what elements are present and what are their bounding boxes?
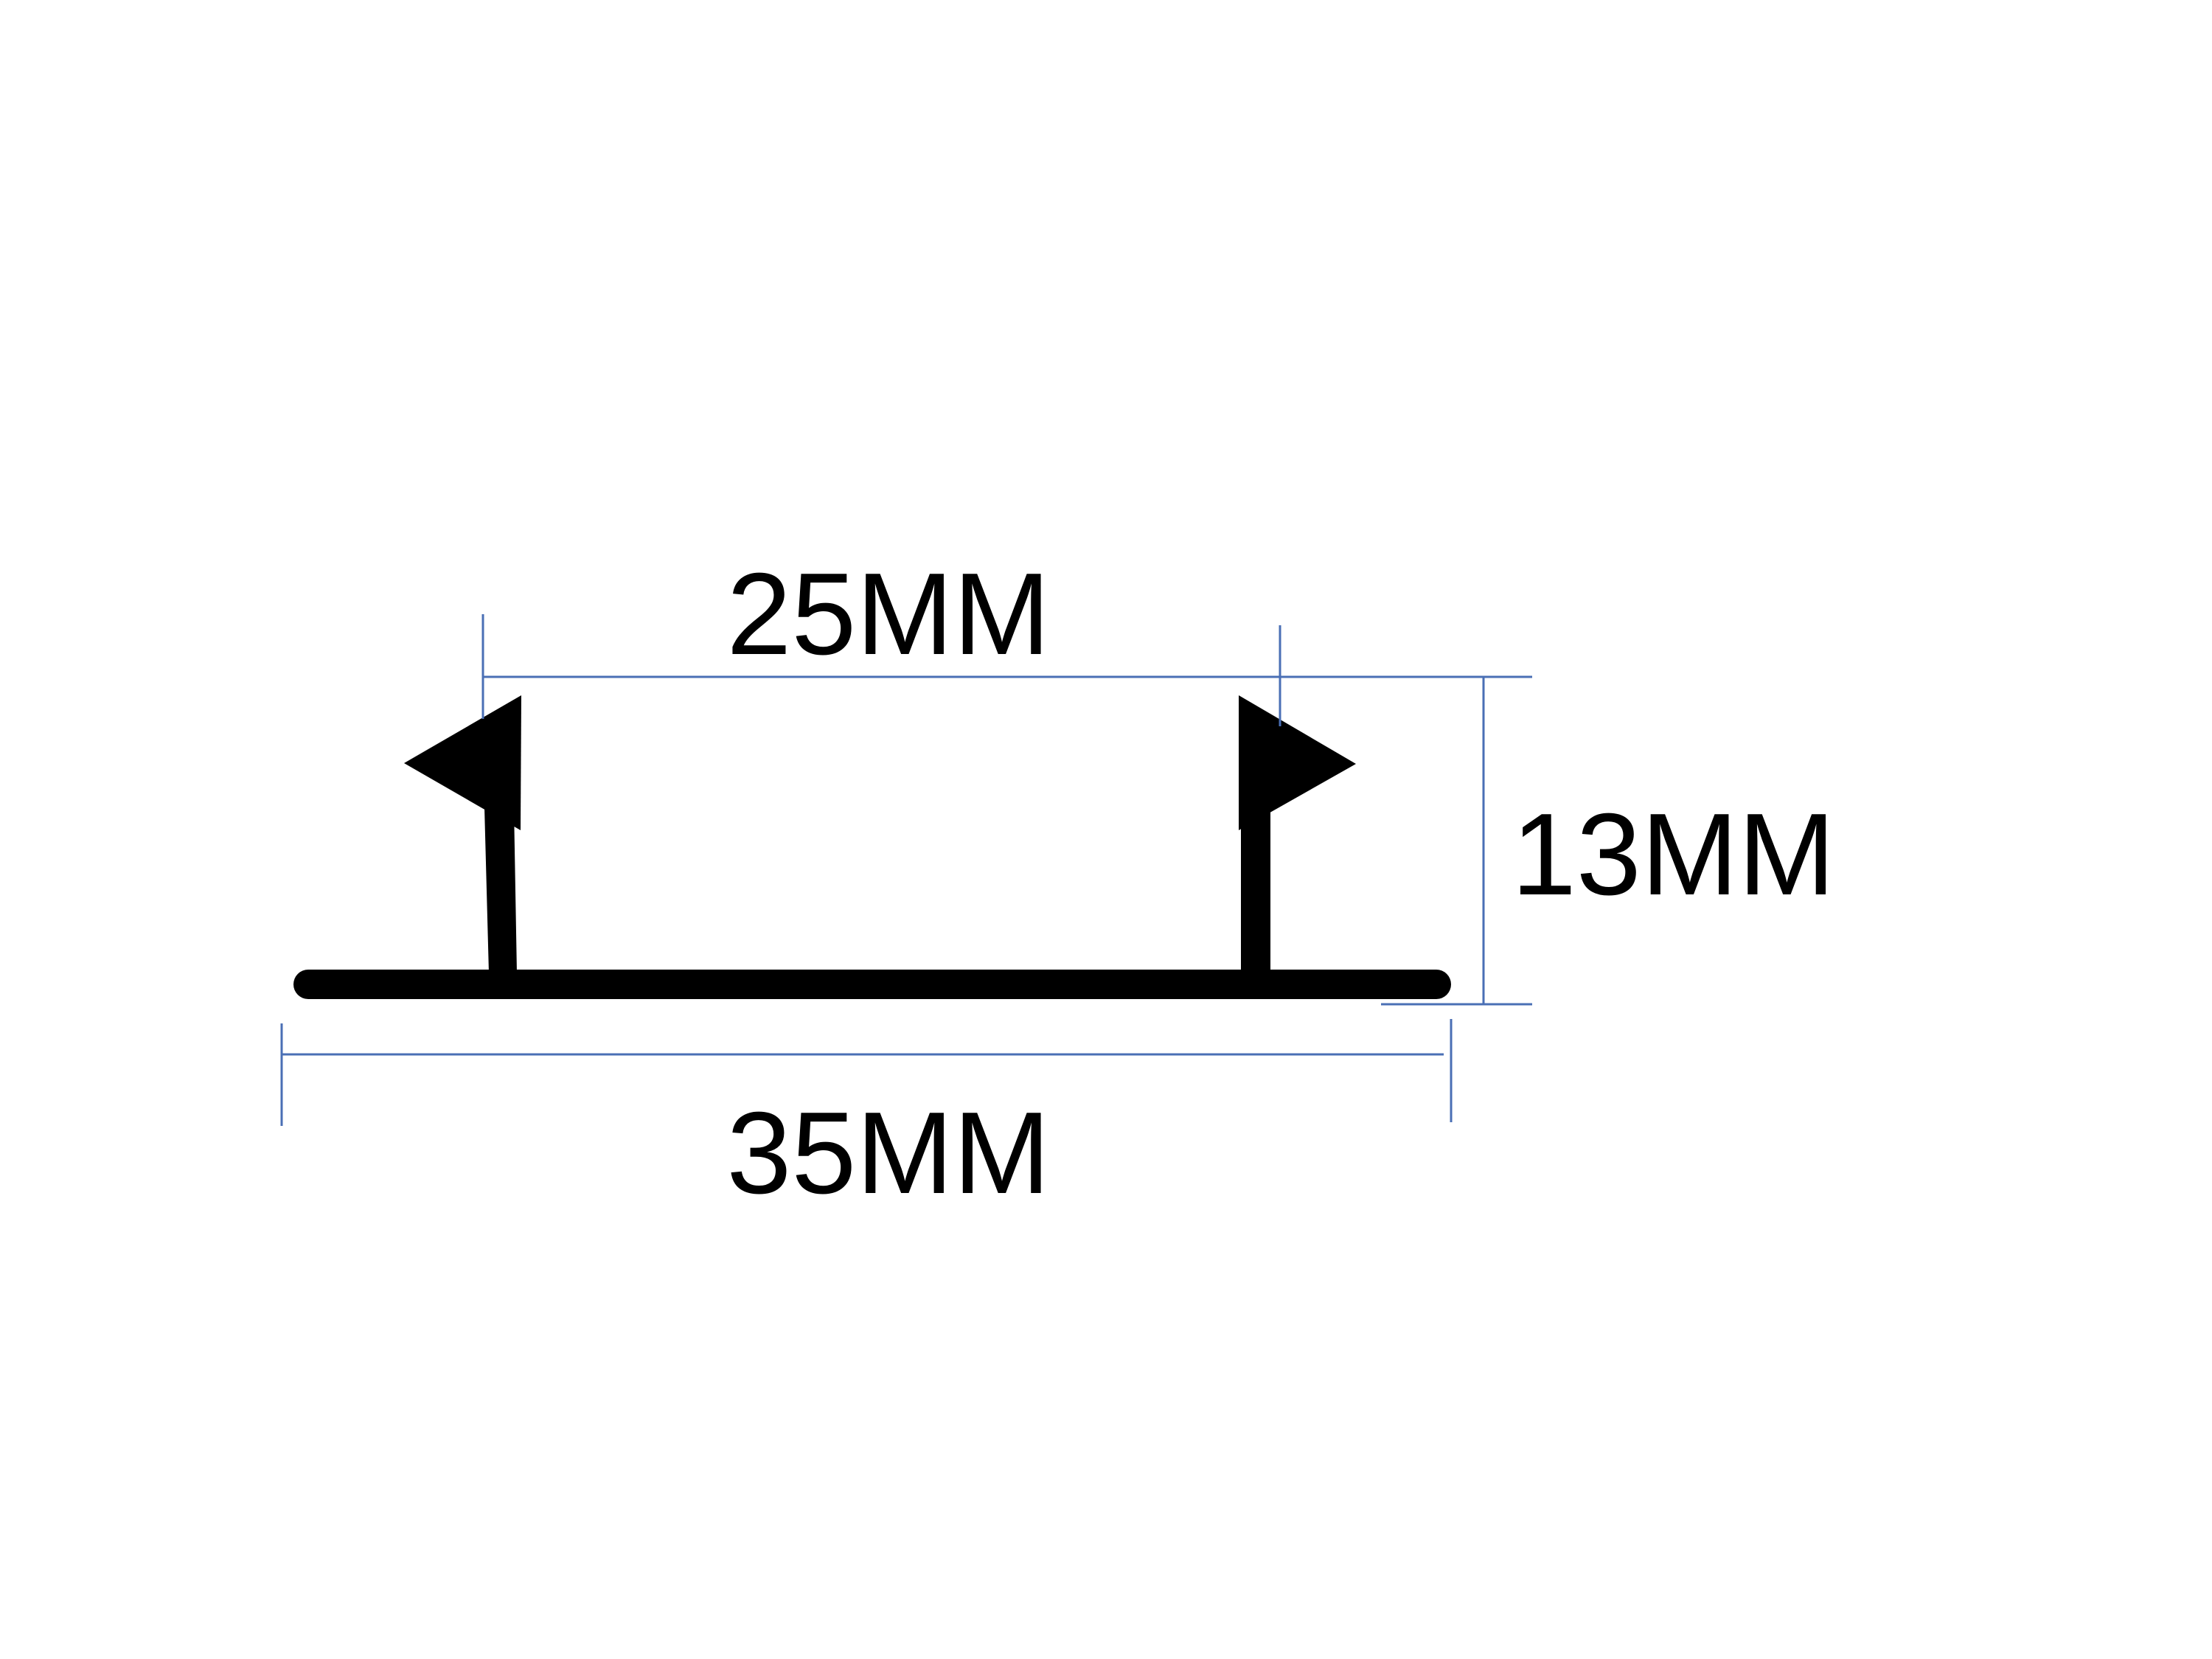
height-label: 13MM xyxy=(1512,790,1835,919)
base-width-label: 35MM xyxy=(727,1088,1051,1218)
profile-shape xyxy=(293,695,1451,999)
left-barb xyxy=(404,695,521,830)
left-stem xyxy=(484,807,517,973)
right-barb xyxy=(1239,695,1356,830)
top-width-label: 25MM xyxy=(727,549,1051,679)
right-stem xyxy=(1241,807,1270,973)
dimension-lines xyxy=(280,614,1532,1126)
